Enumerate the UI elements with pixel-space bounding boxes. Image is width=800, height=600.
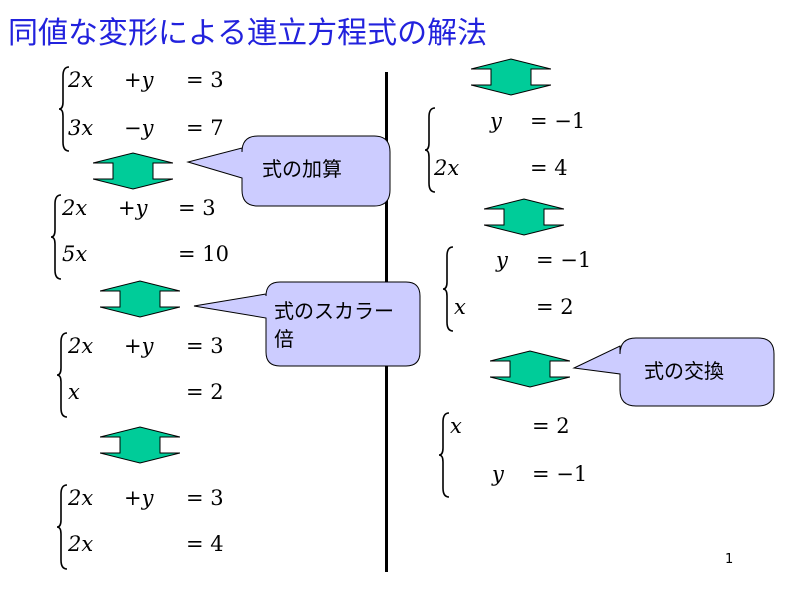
term: 2x — [68, 68, 94, 92]
callout-label: 式の交換 — [644, 359, 724, 383]
term: 2x — [68, 532, 94, 556]
callout-label: 倍 — [274, 327, 294, 351]
rhs: = −1 — [536, 248, 592, 272]
rhs: = 4 — [186, 532, 224, 556]
rhs: = 7 — [186, 116, 224, 140]
rhs: = 3 — [186, 486, 224, 510]
system-r1: y = −1 2x = 4 — [424, 105, 624, 195]
double-arrow-icon — [100, 426, 180, 464]
system-2: 2x +y = 3 5x = 10 — [50, 192, 250, 282]
page-title: 同値な変形による連立方程式の解法 — [8, 16, 488, 51]
rhs: = 3 — [186, 334, 224, 358]
term: x — [450, 414, 462, 438]
left-brace-icon — [424, 107, 436, 193]
rhs: = −1 — [532, 462, 588, 486]
speech-bubble-icon — [572, 337, 775, 407]
system-r2: y = −1 x = 2 — [442, 244, 642, 334]
term: 5x — [62, 242, 88, 266]
term: +y — [118, 196, 148, 220]
double-arrow-icon — [484, 198, 564, 236]
term: y — [490, 109, 502, 133]
rhs: = 10 — [178, 242, 229, 266]
double-arrow-icon — [100, 280, 180, 318]
term: x — [454, 295, 466, 319]
callout-label: 式のスカラー — [274, 299, 394, 323]
term: 2x — [68, 334, 94, 358]
left-brace-icon — [50, 194, 62, 280]
term: 2x — [68, 486, 94, 510]
callout-swap: 式の交換 — [572, 336, 780, 410]
rhs: = 2 — [536, 295, 574, 319]
double-arrow-icon — [471, 58, 551, 96]
term: y — [492, 462, 504, 486]
rhs: = 3 — [178, 196, 216, 220]
rhs: = 3 — [186, 68, 224, 92]
system-4: 2x +y = 3 2x = 4 — [56, 482, 256, 572]
rhs: = 2 — [532, 414, 570, 438]
left-brace-icon — [58, 66, 70, 152]
speech-bubble-icon — [186, 135, 391, 207]
double-arrow-icon — [93, 152, 173, 190]
system-1: 2x +y = 3 3x −y = 7 — [58, 64, 258, 154]
term: +y — [124, 486, 154, 510]
rhs: = 2 — [186, 380, 224, 404]
rhs: = −1 — [530, 109, 586, 133]
callout-add: 式の加算 — [186, 130, 394, 210]
double-arrow-icon — [490, 350, 570, 388]
left-brace-icon — [438, 412, 450, 498]
system-r3: x = 2 y = −1 — [438, 410, 638, 500]
page-number: 1 — [725, 552, 734, 567]
term: y — [496, 248, 508, 272]
term: +y — [124, 68, 154, 92]
callout-scalar: 式のスカラー 倍 — [193, 278, 426, 370]
left-brace-icon — [56, 332, 68, 418]
term: 3x — [68, 116, 94, 140]
callout-label: 式の加算 — [262, 157, 342, 181]
term: 2x — [62, 196, 88, 220]
rhs: = 4 — [530, 156, 568, 180]
left-brace-icon — [442, 246, 454, 332]
term: 2x — [434, 156, 460, 180]
speech-bubble-icon — [193, 281, 421, 367]
system-3: 2x +y = 3 x = 2 — [56, 330, 256, 420]
term: +y — [124, 334, 154, 358]
term: x — [68, 380, 80, 404]
term: −y — [124, 116, 154, 140]
left-brace-icon — [56, 484, 68, 570]
